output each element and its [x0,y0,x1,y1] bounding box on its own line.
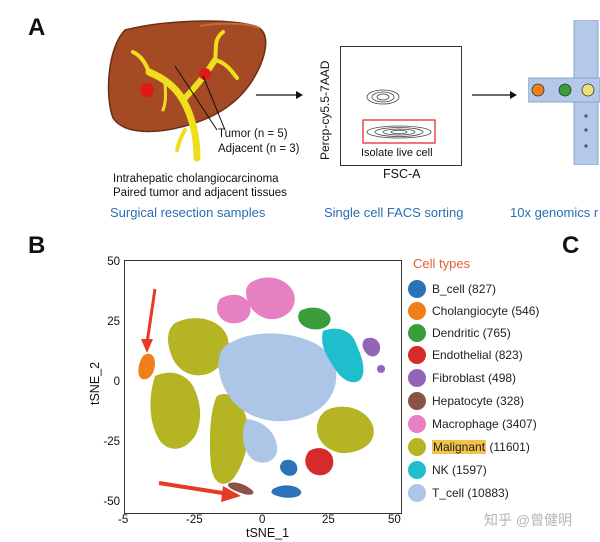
cluster-fibroblast [362,337,381,357]
xtick: 25 [322,514,335,526]
ytick: 50 [107,256,120,268]
ytick: 25 [107,316,120,328]
legend-swatch [408,484,426,502]
cluster-nk [322,328,364,383]
xtick: -5 [118,514,129,526]
legend-item: B_cell (827) [408,279,496,299]
cluster-b-cell [280,459,298,476]
xtick: 50 [388,514,401,526]
watermark: 知乎 @曾健明 [484,512,573,528]
legend-label: B_cell (827) [432,282,497,296]
facs-gate-label: Isolate live cell [361,147,433,159]
facs-plot: Isolate live cell [340,46,462,166]
panel-letter-c: C [562,232,580,259]
liver-illustration [107,20,267,162]
legend-label: Fibroblast (498) [432,371,517,385]
panel-letter-b: B [28,232,46,259]
cluster-malignant [150,318,374,484]
microfluidic-chip [528,20,600,165]
arrow-right-icon-2 [472,91,517,99]
legend-item: Cholangiocyte (546) [408,301,539,321]
cluster-cholangiocyte [138,353,155,380]
legend-label: Macrophage (3407) [432,417,537,431]
legend-label: Malignant (11601) [432,440,530,454]
highlight-malignant: Malignant [432,440,487,454]
legend-label: Cholangiocyte (546) [432,304,540,318]
legend-item: T_cell (10883) [408,483,509,503]
legend-title: Cell types [413,256,471,271]
legend-label: Hepatocyte (328) [432,394,525,408]
tumor-label: Tumor (n = 5) [218,128,288,140]
legend-swatch [408,438,426,456]
legend-item: Fibroblast (498) [408,368,516,388]
caption-10x: 10x genomics r [510,205,599,220]
xtick: -25 [186,514,203,526]
y-axis-label: tSNE_2 [88,361,102,405]
legend-label: NK (1597) [432,463,487,477]
ytick: 0 [113,376,120,388]
facs-y-label: Percp-cy5.5-7AAD [318,60,332,160]
desc-line-1: Intrahepatic cholangiocarcinoma [113,173,279,185]
legend-swatch [408,461,426,479]
legend-item: NK (1597) [408,460,487,480]
legend-swatch [408,346,426,364]
legend-item: Macrophage (3407) [408,414,537,434]
legend-item: Hepatocyte (328) [408,391,524,411]
tsne-clusters [138,277,385,502]
desc-line-2: Paired tumor and adjacent tissues [113,187,287,199]
adjacent-label: Adjacent (n = 3) [218,143,300,155]
arrow-right-icon [256,91,303,99]
legend-swatch [408,415,426,433]
legend-item: Endothelial (823) [408,345,523,365]
legend-swatch [408,392,426,410]
cluster-endothelial [305,448,334,476]
tsne-plot-area [124,260,402,514]
caption-facs: Single cell FACS sorting [324,205,464,220]
ytick: -50 [103,496,120,508]
facs-x-label: FSC-A [383,167,421,181]
legend-label: T_cell (10883) [432,486,509,500]
cluster-macrophage [216,277,295,324]
cluster-hepatocyte [228,482,254,495]
legend-swatch [408,324,426,342]
legend-swatch [408,280,426,298]
ytick: -25 [103,436,120,448]
legend-swatch [408,369,426,387]
caption-surgical: Surgical resection samples [110,205,266,220]
legend-item: Dendritic (765) [408,323,511,343]
legend-swatch [408,302,426,320]
cluster-t-cell [218,333,337,463]
legend-label: Endothelial (823) [432,348,523,362]
panel-letter-a: A [28,14,46,41]
legend-item: Malignant (11601) [408,437,530,457]
cluster-dendritic [298,307,331,330]
x-axis-label: tSNE_1 [246,526,290,540]
facs-contours [362,89,436,144]
xtick: 0 [259,514,266,526]
legend-label: Dendritic (765) [432,326,511,340]
